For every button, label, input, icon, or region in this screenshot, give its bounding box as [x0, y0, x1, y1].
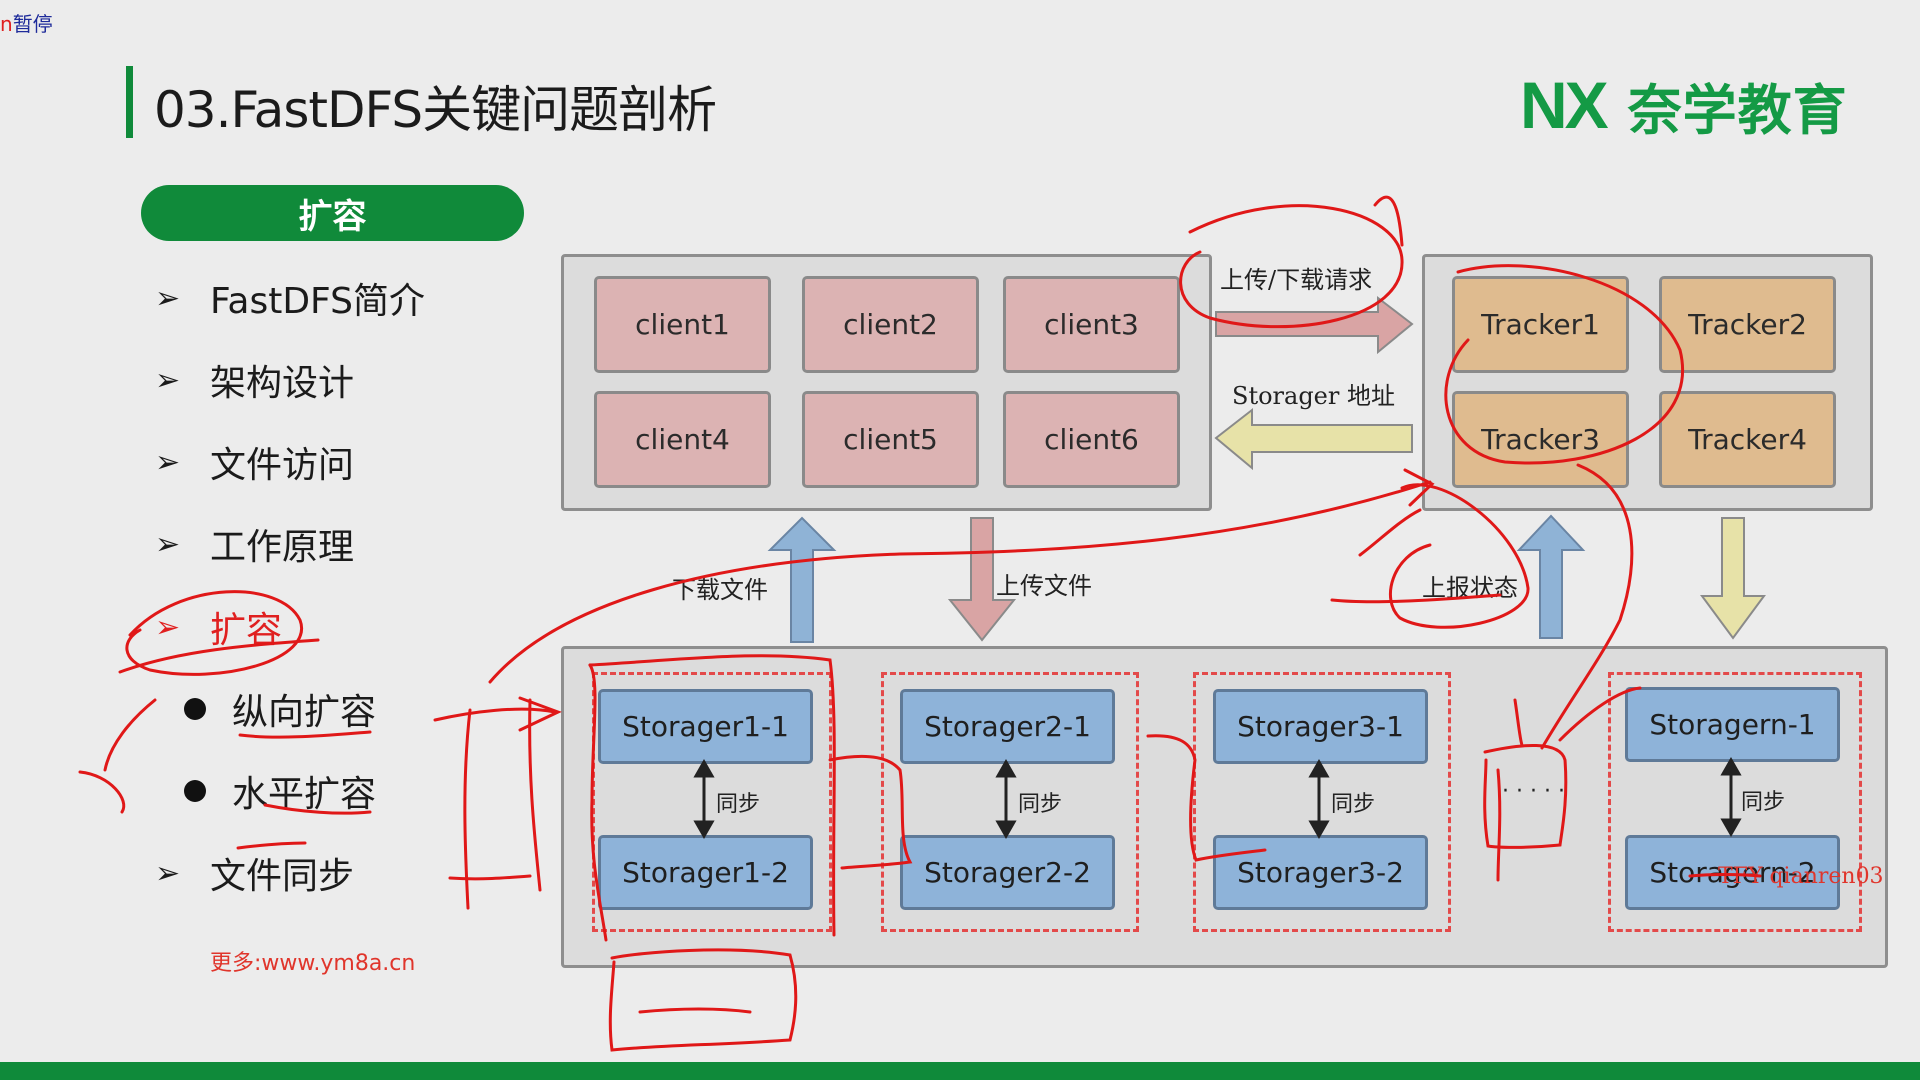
- tracker-panel: Tracker1 Tracker2 Tracker3 Tracker4: [1422, 254, 1873, 511]
- tracker-box: Tracker3: [1452, 391, 1629, 488]
- tracker-down-arrow: [1700, 517, 1766, 640]
- ellipsis-label: · · · · ·: [1502, 779, 1565, 804]
- sync-arrows: [693, 756, 1742, 840]
- sync-label: 同步: [1741, 790, 1786, 815]
- pause-indicator: n暂停: [0, 12, 53, 36]
- submenu-item-vertical: 纵向扩容: [184, 684, 376, 734]
- arrow-bullet-icon: ➢: [155, 280, 181, 316]
- storage-node: Storager3-2: [1213, 835, 1428, 910]
- client-box: client1: [594, 276, 771, 373]
- menu-item-intro: ➢FastDFS简介: [155, 280, 425, 323]
- client-box: client6: [1003, 391, 1180, 488]
- storage-address-arrow: [1214, 407, 1413, 471]
- download-arrow: [767, 516, 837, 643]
- bullet-dot-icon: [184, 780, 206, 802]
- client-box: client2: [802, 276, 979, 373]
- bullet-dot-icon: [184, 698, 206, 720]
- client-box: client3: [1003, 276, 1180, 373]
- handwritten-annotations: [78, 195, 1762, 1052]
- sync-label: 同步: [716, 792, 761, 817]
- request-label: 上传/下载请求: [1220, 266, 1373, 294]
- storage-group: [1193, 672, 1451, 932]
- upload-arrow: [947, 517, 1017, 642]
- client-box: client4: [594, 391, 771, 488]
- brand-logo: NX 奈学教育: [1520, 68, 1848, 142]
- section-pill: 扩容: [141, 185, 524, 241]
- slide-title: 03.FastDFS关键问题剖析: [154, 81, 717, 139]
- title-accent-bar: [126, 66, 133, 138]
- storage-node: Storager2-2: [900, 835, 1115, 910]
- report-arrow: [1516, 514, 1586, 639]
- storage-group: [592, 672, 832, 932]
- storage-node: Storager3-1: [1213, 689, 1428, 764]
- storage-address-label: Storager 地址: [1232, 382, 1395, 410]
- watermark-text: TFY qianren03: [1718, 864, 1884, 889]
- menu-item-scaling: ➢扩容: [155, 609, 283, 652]
- footnote-link[interactable]: 更多:www.ym8a.cn: [210, 951, 416, 976]
- menu-item-working-principle: ➢工作原理: [155, 526, 355, 569]
- tracker-box: Tracker2: [1659, 276, 1836, 373]
- storage-group: [1608, 672, 1862, 932]
- submenu-item-horizontal: 水平扩容: [184, 766, 376, 816]
- client-panel: client1 client2 client3 client4 client5 …: [561, 254, 1212, 511]
- storage-group: [881, 672, 1139, 932]
- sync-label: 同步: [1331, 792, 1376, 817]
- arrow-bullet-icon: ➢: [155, 526, 181, 562]
- sync-label: 同步: [1018, 792, 1063, 817]
- menu-item-architecture: ➢架构设计: [155, 362, 355, 405]
- client-box: client5: [802, 391, 979, 488]
- logo-text: 奈学教育: [1627, 78, 1848, 142]
- logo-mark: NX: [1520, 68, 1609, 142]
- arrow-bullet-icon: ➢: [155, 362, 181, 398]
- storage-node: Storager1-1: [598, 689, 813, 764]
- bottom-accent-bar: [0, 1062, 1920, 1080]
- menu-item-file-access: ➢文件访问: [155, 444, 355, 487]
- upload-label: 上传文件: [996, 572, 1092, 600]
- menu-item-file-sync: ➢文件同步: [155, 855, 355, 898]
- tracker-box: Tracker4: [1659, 391, 1836, 488]
- arrow-bullet-icon: ➢: [155, 855, 181, 891]
- arrow-bullet-icon: ➢: [155, 609, 181, 645]
- arrow-bullet-icon: ➢: [155, 444, 181, 480]
- tracker-box: Tracker1: [1452, 276, 1629, 373]
- storage-node: Storager1-2: [598, 835, 813, 910]
- storage-node: Storager2-1: [900, 689, 1115, 764]
- storage-panel: Storager1-1 Storager1-2 Storager2-1 Stor…: [561, 646, 1888, 968]
- storage-node: Storagern-1: [1625, 687, 1840, 762]
- storage-node: Storagern-2: [1625, 835, 1840, 910]
